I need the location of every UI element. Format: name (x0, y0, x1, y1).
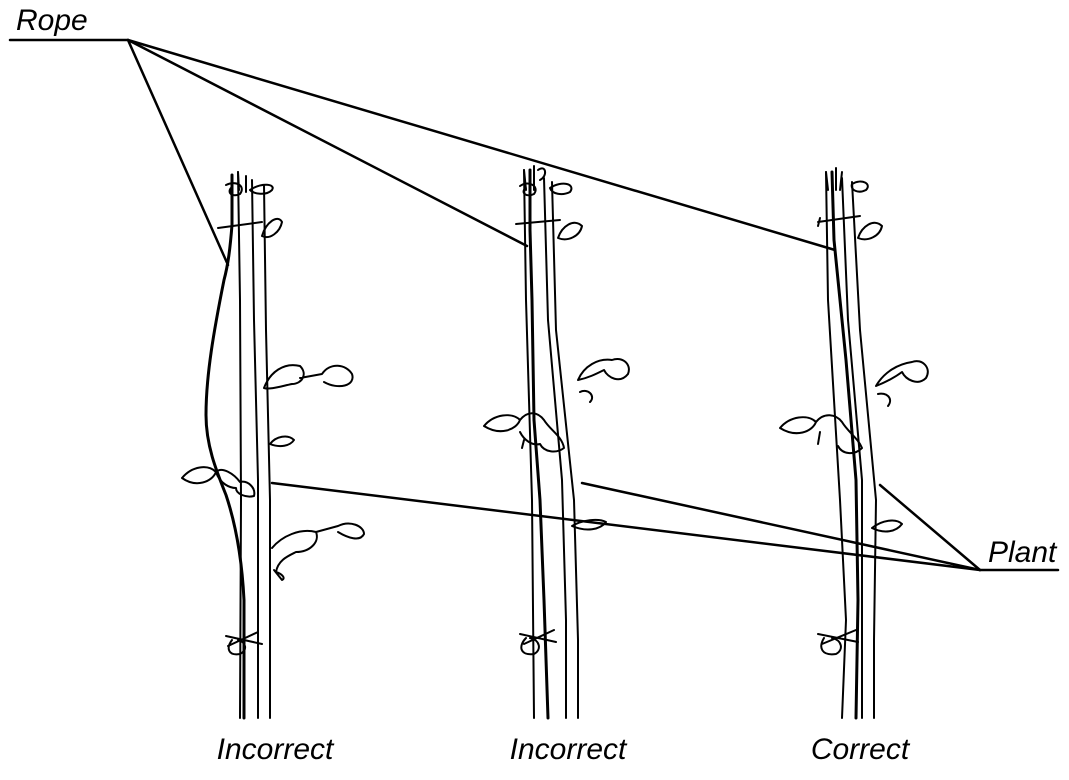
plant-leader-2 (580, 481, 982, 572)
stem-3-left (825, 171, 847, 719)
leaf-2b (515, 219, 583, 241)
stem-3-main-b (851, 181, 877, 719)
leaf-2e (571, 518, 607, 531)
leaf-3b (875, 360, 929, 407)
stem-2-main-b (551, 181, 579, 719)
leaf-3c (779, 414, 863, 454)
rope-label: Rope (16, 4, 88, 37)
caption-plant-2: Incorrect (509, 733, 627, 766)
leaf-1e (181, 466, 256, 498)
caption-plant-3: Correct (810, 733, 910, 766)
rope-leader-1 (126, 38, 230, 267)
node-3 (817, 629, 859, 656)
leaf-2d (483, 412, 565, 453)
rope-2 (528, 168, 550, 720)
tip-1 (225, 171, 247, 197)
leaf-1c (263, 364, 354, 390)
rope-leader-3 (126, 38, 837, 252)
plant-2-incorrect (483, 165, 630, 720)
rope-leader-2 (126, 38, 529, 248)
caption-plant-1: Incorrect (216, 733, 334, 766)
leaf-3a (817, 215, 883, 241)
stem-3-main-a (841, 177, 863, 719)
node-2 (519, 629, 557, 656)
rope-1 (204, 173, 246, 720)
stem-2-main-a (543, 177, 567, 719)
stem-1-main-a (251, 179, 259, 719)
leaf-3d (871, 519, 903, 533)
plant-1-incorrect (181, 171, 365, 720)
plant-3-correct (779, 167, 929, 720)
rope-callout (8, 38, 837, 267)
node-1 (225, 631, 263, 656)
leaf-1f (271, 522, 365, 581)
stem-1-main-b (263, 184, 271, 719)
leaf-2c (577, 358, 630, 403)
leaf-2a (549, 182, 573, 196)
plant-callout (270, 481, 1060, 572)
leaf-1b (217, 217, 283, 238)
stem-1-left (237, 171, 242, 719)
leaf-1a (249, 183, 274, 195)
leaf-1d (269, 435, 295, 448)
tip-3 (825, 167, 869, 193)
rope-3 (830, 170, 860, 720)
plant-leader-3 (878, 483, 982, 572)
tip-2 (519, 165, 546, 197)
plant-label: Plant (988, 536, 1057, 569)
stem-2-left (523, 169, 535, 719)
